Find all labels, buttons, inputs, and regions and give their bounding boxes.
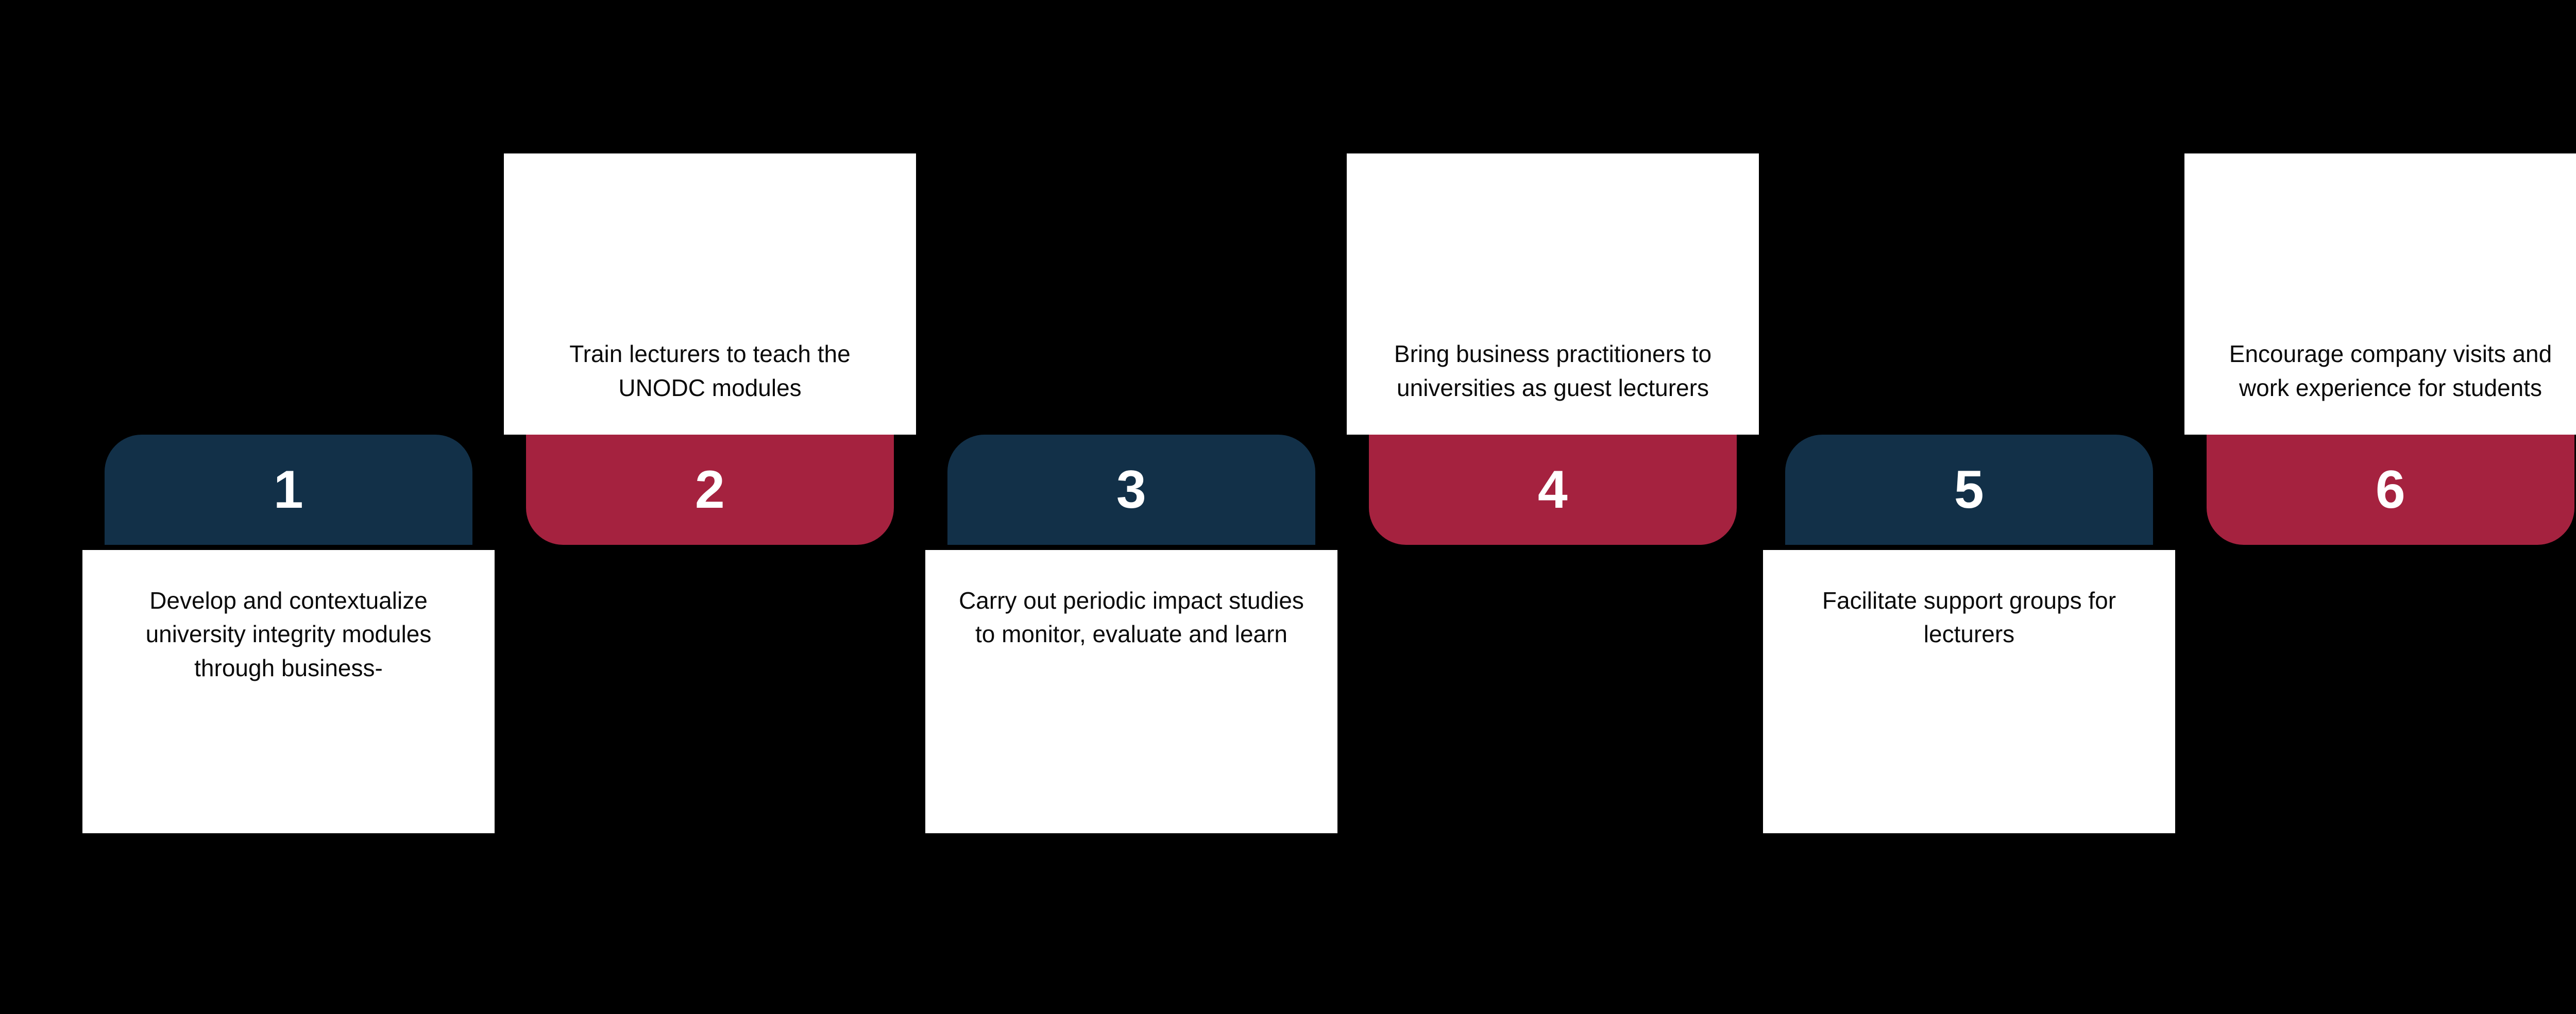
step-number-1: 1 [273, 460, 304, 520]
step-card-2[interactable]: Train lecturers to teach the UNODC modul… [504, 153, 916, 435]
step-number-4: 4 [1537, 460, 1568, 520]
step-card-3[interactable]: Carry out periodic impact studies to mon… [925, 550, 1337, 833]
step-text-2: Train lecturers to teach the UNODC modul… [569, 340, 851, 401]
step-item-2: Train lecturers to teach the UNODC modul… [504, 0, 916, 1014]
step-badge-4[interactable]: 4 [1369, 435, 1737, 545]
step-item-5: 5 Facilitate support groups for lecturer… [1763, 0, 2175, 1014]
step-badge-1[interactable]: 1 [105, 435, 472, 545]
step-item-1: 1 Develop and contextualize university i… [82, 0, 495, 1014]
step-badge-3[interactable]: 3 [947, 435, 1315, 545]
step-number-5: 5 [1954, 460, 1985, 520]
step-card-5[interactable]: Facilitate support groups for lecturers [1763, 550, 2175, 833]
step-badge-6[interactable]: 6 [2207, 435, 2574, 545]
step-item-3: 3 Carry out periodic impact studies to m… [925, 0, 1337, 1014]
step-text-1: Develop and contextualize university int… [145, 587, 432, 681]
step-number-3: 3 [1116, 460, 1147, 520]
step-item-4: Bring business practitioners to universi… [1347, 0, 1759, 1014]
step-badge-5[interactable]: 5 [1785, 435, 2153, 545]
step-text-5: Facilitate support groups for lecturers [1822, 587, 2116, 648]
step-card-6[interactable]: Encourage company visits and work experi… [2184, 153, 2576, 435]
step-number-2: 2 [694, 460, 725, 520]
step-item-6: Encourage company visits and work experi… [2184, 0, 2576, 1014]
step-card-1[interactable]: Develop and contextualize university int… [82, 550, 495, 833]
step-card-4[interactable]: Bring business practitioners to universi… [1347, 153, 1759, 435]
step-badge-2[interactable]: 2 [526, 435, 894, 545]
step-text-6: Encourage company visits and work experi… [2229, 340, 2552, 401]
step-text-4: Bring business practitioners to universi… [1394, 340, 1712, 401]
step-text-3: Carry out periodic impact studies to mon… [959, 587, 1304, 648]
step-number-6: 6 [2375, 460, 2406, 520]
